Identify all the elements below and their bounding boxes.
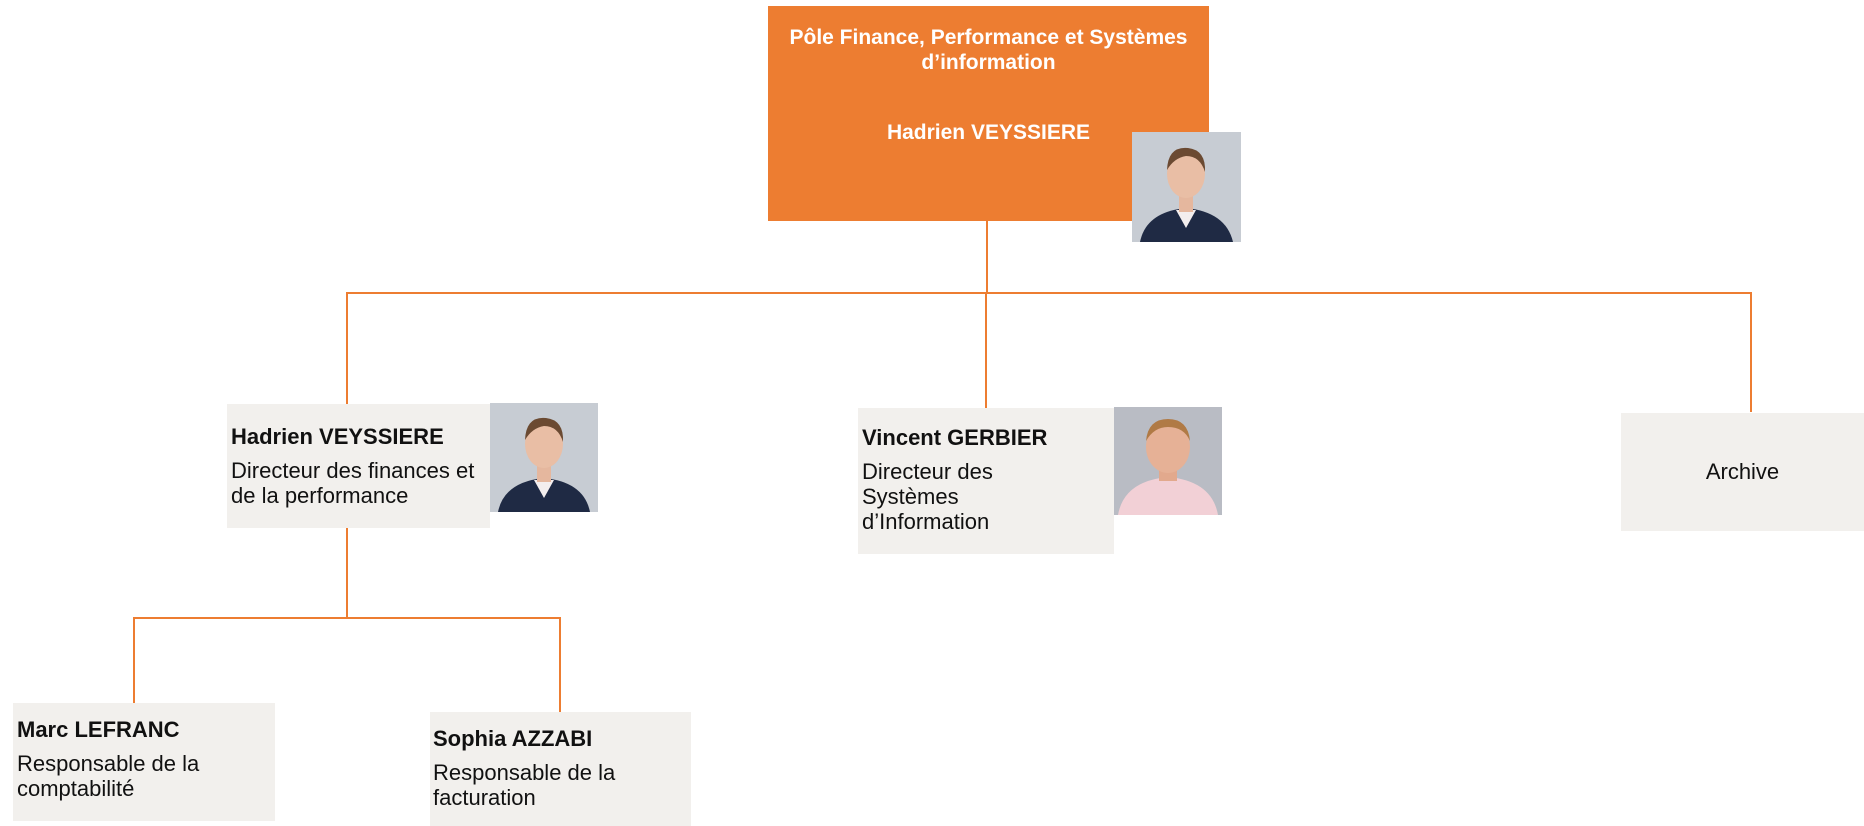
connector-level2-horizontal bbox=[133, 617, 561, 619]
node-facturation: Sophia AZZABI Responsable de la facturat… bbox=[430, 712, 691, 826]
person-photo-icon bbox=[490, 403, 598, 512]
node-name: Sophia AZZABI bbox=[433, 726, 593, 751]
node-role: Directeur des Systèmes d’Information bbox=[862, 459, 993, 534]
person-photo-icon bbox=[1132, 132, 1241, 242]
person-photo-icon bbox=[1114, 407, 1222, 515]
node-finance: Hadrien VEYSSIERE Directeur des finances… bbox=[227, 404, 490, 528]
connector-to-facturation bbox=[559, 617, 561, 712]
top-node-pole: Pôle Finance, Performance et Systèmes d’… bbox=[768, 6, 1209, 221]
connector-to-dsi bbox=[985, 292, 987, 408]
connector-to-finance bbox=[346, 292, 348, 404]
head-photo bbox=[1132, 132, 1241, 242]
finance-photo bbox=[490, 403, 598, 512]
node-name: Hadrien VEYSSIERE bbox=[231, 424, 444, 449]
node-name: Vincent GERBIER bbox=[862, 425, 1048, 450]
dsi-photo bbox=[1114, 407, 1222, 515]
node-dsi: Vincent GERBIER Directeur des Systèmes d… bbox=[858, 408, 1114, 554]
connector-to-comptabilite bbox=[133, 617, 135, 703]
connector-top-down bbox=[986, 221, 988, 293]
connector-finance-down bbox=[346, 528, 348, 618]
node-name: Marc LEFRANC bbox=[17, 717, 180, 742]
node-role: Directeur des finances et de la performa… bbox=[231, 458, 475, 508]
node-role: Responsable de la comptabilité bbox=[17, 751, 200, 801]
connector-to-archive bbox=[1750, 292, 1752, 412]
node-archive: Archive bbox=[1621, 413, 1864, 531]
connector-level1-horizontal bbox=[346, 292, 1752, 294]
node-comptabilite: Marc LEFRANC Responsable de la comptabil… bbox=[13, 703, 275, 821]
node-role: Responsable de la facturation bbox=[433, 760, 616, 810]
head-name: Hadrien VEYSSIERE bbox=[886, 121, 1091, 144]
pole-title: Pôle Finance, Performance et Systèmes d’… bbox=[789, 26, 1188, 74]
archive-label: Archive bbox=[1705, 459, 1780, 484]
